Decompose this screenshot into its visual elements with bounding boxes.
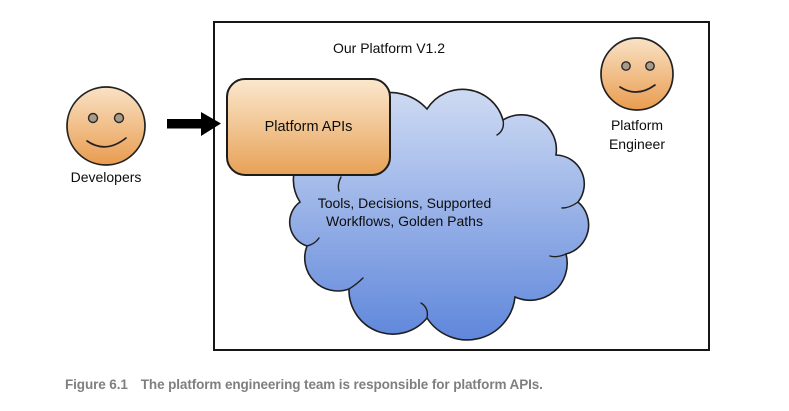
cloud-scallop-hooks [306,119,579,319]
cloud-text-line1: Tools, Decisions, Supported [317,195,492,211]
cloud-text: Tools, Decisions, Supported Workflows, G… [282,194,527,230]
platform-apis-box: Platform APIs [226,78,391,176]
platform-apis-label: Platform APIs [264,119,353,135]
platform-engineer-face-icon [600,37,674,111]
cloud-text-line2: Workflows, Golden Paths [326,213,483,229]
right-arrow-icon [167,112,221,136]
developers-face-icon [66,86,146,166]
figure-caption-label: Figure 6.1 [65,377,128,392]
platform-engineer-label: Platform Engineer [577,116,697,154]
platform-title: Our Platform V1.2 [332,40,446,56]
developers-label: Developers [70,169,142,185]
platform-boundary-box [213,21,710,351]
platform-engineer-label-line1: Platform [610,117,664,133]
figure-caption: Figure 6.1 The platform engineering team … [65,377,765,392]
figure-caption-text: The platform engineering team is respons… [140,377,543,392]
platform-engineer-label-line2: Engineer [608,136,666,152]
